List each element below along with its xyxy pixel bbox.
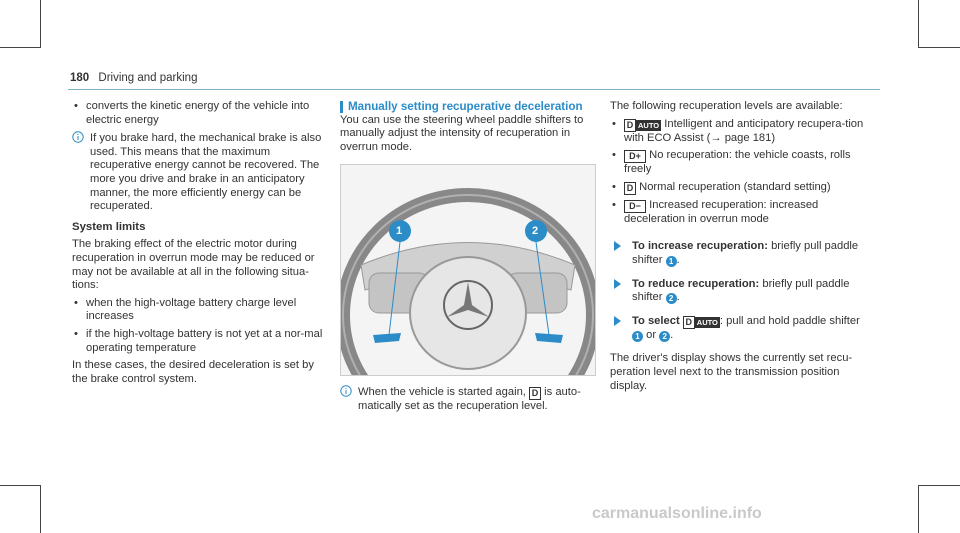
watermark: carmanualsonline.info — [592, 505, 762, 522]
arrow-icon — [614, 278, 621, 289]
crop-mark — [918, 485, 919, 533]
section-heading: Manually setting recuperative decelerati… — [340, 100, 594, 114]
column-2: Manually setting recuperative decelerati… — [340, 100, 596, 414]
auto-badge: AUTO — [694, 316, 720, 328]
list-item: • if the high-voltage battery is not yet… — [74, 327, 323, 354]
d-minus-symbol: D− — [624, 199, 646, 213]
paragraph: The following recuperation levels are av… — [610, 100, 843, 112]
page-header: 180 Driving and parking — [70, 72, 197, 84]
d-mode-symbol: D — [682, 315, 695, 329]
d-plus-symbol: D+ — [624, 150, 646, 164]
crop-mark — [918, 47, 960, 48]
crop-mark — [918, 485, 960, 486]
crop-mark — [0, 47, 41, 48]
callout-2-icon: 2 — [659, 330, 671, 342]
steering-wheel-image — [341, 165, 595, 376]
list-item: • D+ No recuperation: the vehicle coasts… — [612, 149, 851, 176]
column-1: • converts the kinetic energy of the veh… — [72, 100, 330, 386]
list-item: • when the high-voltage battery charge l… — [74, 296, 297, 323]
d-mode-symbol: D — [624, 181, 636, 195]
instruction-step: To reduce recuperation: briefly pull pad… — [610, 278, 872, 305]
callout-1: 1 — [396, 225, 403, 238]
callout-2: 2 — [532, 225, 539, 238]
info-icon — [72, 131, 84, 143]
paragraph: The driver's display shows the currently… — [610, 352, 853, 392]
paragraph: The braking effect of the electric motor… — [72, 238, 315, 292]
page-number: 180 — [70, 72, 90, 84]
info-note: When the vehicle is started again, D is … — [340, 385, 594, 414]
info-icon — [340, 385, 352, 398]
crop-mark — [0, 485, 41, 486]
instruction-step: To increase recuperation: briefly pull p… — [610, 240, 872, 267]
header-rule — [68, 89, 880, 90]
list-item: • D Normal recuperation (standard settin… — [612, 180, 831, 195]
paragraph: You can use the steering wheel paddle sh… — [340, 113, 584, 153]
d-mode-symbol: D — [529, 387, 542, 401]
paragraph: In these cases, the desired deceleration… — [72, 359, 314, 385]
arrow-icon — [614, 315, 621, 326]
crop-mark — [40, 485, 41, 533]
list-item: • D− Increased recuperation: increased d… — [612, 198, 819, 225]
callout-1-icon: 1 — [632, 330, 643, 342]
callout-1-icon: 1 — [665, 255, 677, 267]
callout-2-icon: 2 — [665, 293, 677, 305]
section-title: Driving and parking — [98, 72, 198, 84]
d-mode-symbol: D — [624, 118, 636, 132]
steering-wheel-illustration: 1 2 — [340, 164, 596, 377]
column-3: The following recuperation levels are av… — [610, 100, 872, 393]
crop-mark — [918, 0, 919, 48]
list-item: • converts the kinetic energy of the veh… — [74, 100, 310, 126]
info-note: If you brake hard, the mechanical brake … — [72, 131, 330, 214]
arrow-icon — [614, 241, 621, 252]
subheading: System limits — [72, 220, 146, 233]
auto-badge: AUTO — [636, 119, 662, 131]
crop-mark — [40, 0, 41, 48]
